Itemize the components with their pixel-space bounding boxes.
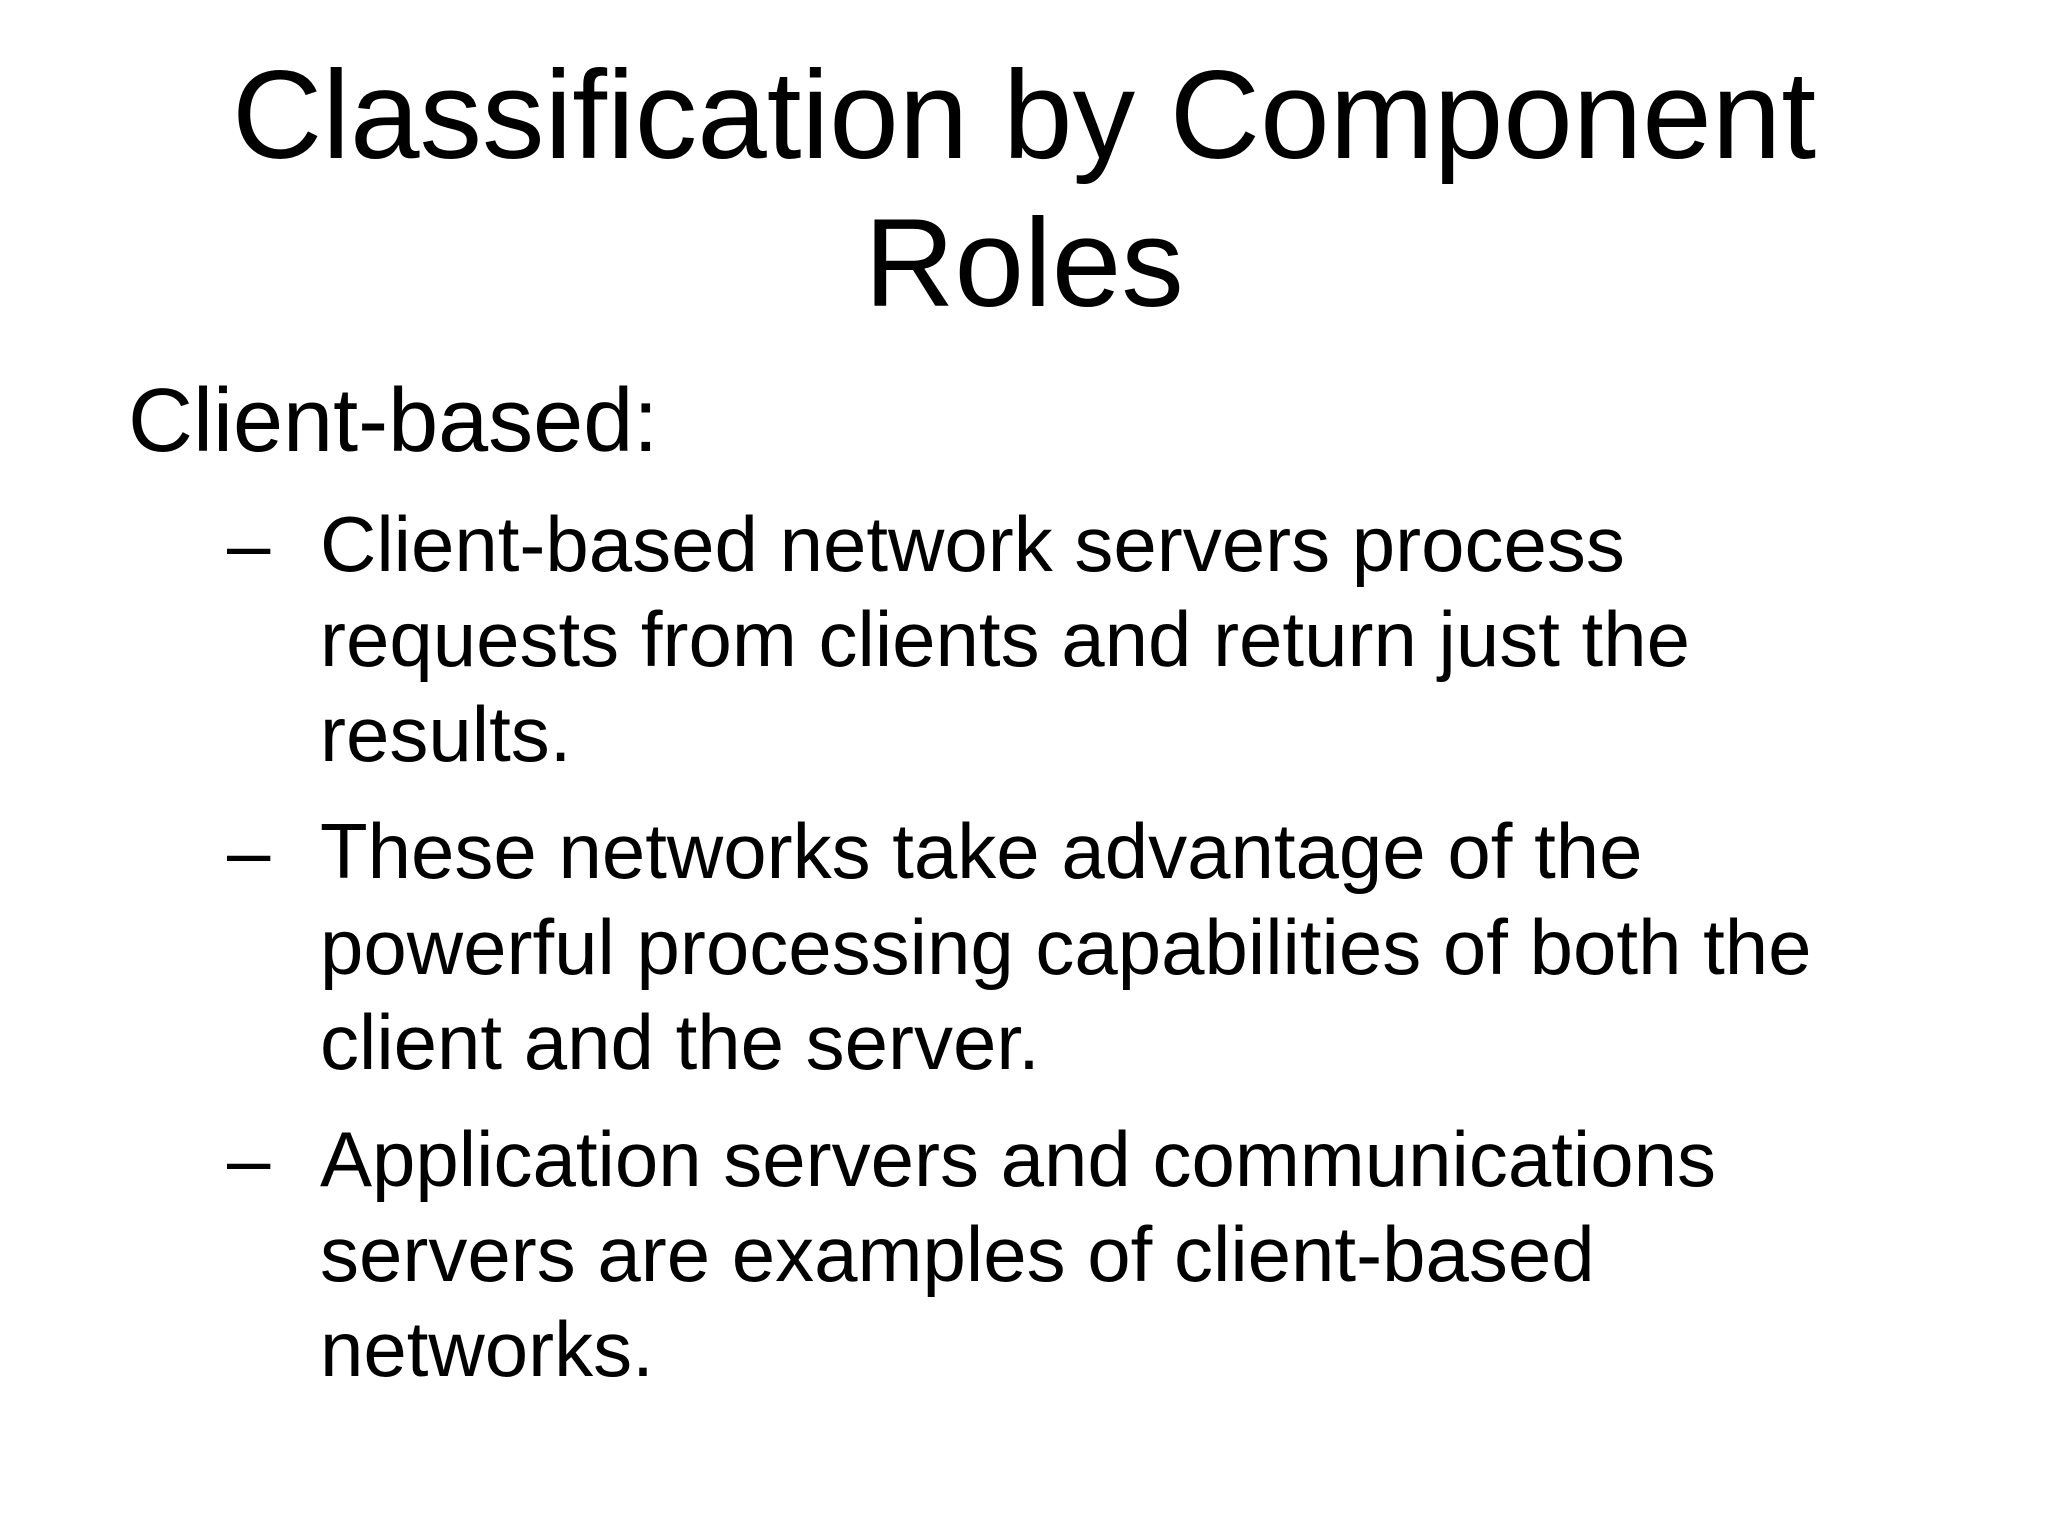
dash-bullet-icon: – — [227, 500, 271, 588]
bullet-item: – Client-based network servers process r… — [227, 497, 1825, 782]
bullet-item: – Application servers and communications… — [227, 1112, 1825, 1397]
body-heading: Client-based: — [128, 371, 659, 471]
bullet-item: – These networks take advantage of the p… — [227, 804, 1825, 1089]
dash-bullet-icon: – — [227, 1114, 271, 1203]
bullet-text: These networks take advantage of the pow… — [320, 807, 1812, 1086]
slide-title: Classification by Component Roles — [231, 46, 1817, 333]
bullet-list: – Client-based network servers process r… — [227, 497, 2048, 1397]
bullet-text: Application servers and communications s… — [320, 1114, 1717, 1394]
bullet-text: Client-based network servers process req… — [320, 500, 1690, 779]
dash-bullet-icon: – — [227, 807, 271, 896]
